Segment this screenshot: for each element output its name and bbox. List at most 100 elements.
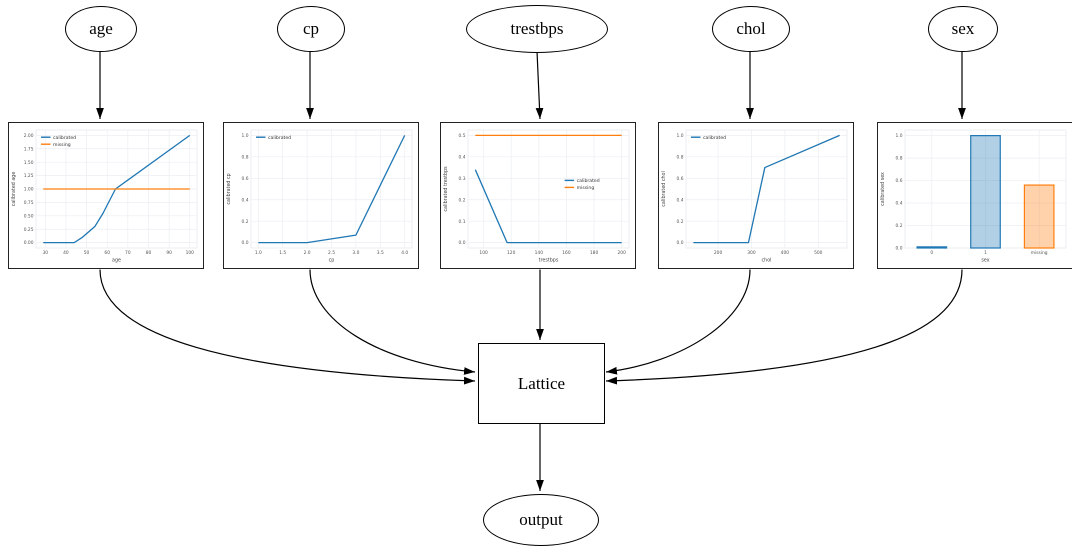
svg-text:60: 60 bbox=[104, 250, 110, 256]
svg-text:0.50: 0.50 bbox=[24, 213, 34, 219]
svg-text:0.2: 0.2 bbox=[896, 223, 903, 229]
input-node-chol: chol bbox=[712, 6, 790, 52]
gridlines bbox=[905, 130, 1066, 249]
input-node-trestbps-label: trestbps bbox=[510, 19, 564, 38]
svg-text:0.2: 0.2 bbox=[677, 219, 684, 225]
svg-text:400: 400 bbox=[781, 250, 790, 256]
y-axis-label: calibrated trestbps bbox=[443, 166, 449, 212]
svg-text:40: 40 bbox=[63, 250, 69, 256]
svg-text:70: 70 bbox=[125, 250, 131, 256]
svg-text:1.0: 1.0 bbox=[677, 133, 684, 139]
svg-text:200: 200 bbox=[617, 250, 626, 256]
svg-text:0.0: 0.0 bbox=[896, 246, 903, 252]
plot-area bbox=[467, 129, 630, 249]
svg-text:0.4: 0.4 bbox=[677, 197, 684, 203]
y-tick-labels: 0.00.20.40.60.81.0 bbox=[677, 133, 684, 246]
svg-text:0.1: 0.1 bbox=[459, 219, 466, 225]
edge-sex-calibrator-to-lattice bbox=[605, 269, 963, 385]
svg-text:3.0: 3.0 bbox=[352, 250, 359, 256]
edge-cp-calibrator-to-lattice bbox=[309, 269, 476, 375]
svg-text:0.8: 0.8 bbox=[677, 154, 684, 160]
svg-text:missing: missing bbox=[53, 142, 71, 148]
svg-text:1: 1 bbox=[984, 250, 987, 256]
input-node-chol-label: chol bbox=[736, 19, 766, 38]
svg-text:calibrated: calibrated bbox=[53, 135, 76, 141]
legend: calibrated bbox=[256, 135, 291, 141]
svg-text:160: 160 bbox=[562, 250, 571, 256]
input-node-cp: cp bbox=[277, 6, 345, 52]
lattice-node-label: Lattice bbox=[517, 373, 566, 393]
svg-text:0.3: 0.3 bbox=[459, 176, 466, 182]
svg-text:140: 140 bbox=[535, 250, 544, 256]
output-node: output bbox=[483, 494, 599, 546]
svg-text:0.75: 0.75 bbox=[24, 200, 34, 206]
svg-text:30: 30 bbox=[42, 250, 48, 256]
svg-text:1.50: 1.50 bbox=[24, 160, 34, 166]
svg-text:0.6: 0.6 bbox=[242, 176, 249, 182]
input-node-cp-label: cp bbox=[302, 19, 320, 38]
svg-text:0: 0 bbox=[930, 250, 933, 256]
series-calibrated bbox=[474, 169, 622, 244]
svg-text:120: 120 bbox=[507, 250, 516, 256]
x-axis-label: chol bbox=[762, 258, 772, 264]
svg-text:1.00: 1.00 bbox=[24, 187, 34, 193]
y-axis-label: calibrated sex bbox=[880, 172, 886, 206]
x-axis-label: sex bbox=[981, 259, 989, 264]
svg-text:2.5: 2.5 bbox=[328, 250, 335, 256]
svg-text:2.00: 2.00 bbox=[24, 133, 34, 139]
plot-area bbox=[685, 129, 848, 249]
edge-age-calibrator-to-lattice bbox=[99, 269, 476, 385]
input-node-age-label: age bbox=[89, 19, 113, 38]
svg-text:calibrated: calibrated bbox=[268, 135, 291, 141]
svg-text:0.00: 0.00 bbox=[24, 240, 34, 246]
svg-text:100: 100 bbox=[479, 250, 488, 256]
y-axis-label: calibrated age bbox=[11, 172, 17, 207]
svg-text:0.6: 0.6 bbox=[677, 176, 684, 182]
input-node-trestbps: trestbps bbox=[466, 5, 608, 53]
svg-text:calibrated: calibrated bbox=[703, 135, 726, 141]
svg-text:0.5: 0.5 bbox=[459, 133, 466, 139]
x-axis-label: age bbox=[112, 259, 121, 264]
svg-text:0.4: 0.4 bbox=[459, 154, 466, 160]
svg-text:1.0: 1.0 bbox=[896, 133, 903, 139]
svg-text:500: 500 bbox=[814, 250, 823, 256]
output-node-label: output bbox=[519, 510, 563, 529]
edge-chol-calibrator-to-lattice bbox=[605, 269, 751, 375]
svg-text:0.0: 0.0 bbox=[459, 240, 466, 246]
edge-trestbps-to-calibrator bbox=[535, 50, 544, 120]
svg-text:300: 300 bbox=[747, 250, 756, 256]
input-node-age: age bbox=[65, 6, 137, 52]
svg-text:0.2: 0.2 bbox=[242, 219, 249, 225]
svg-text:0.8: 0.8 bbox=[896, 156, 903, 162]
svg-text:4.0: 4.0 bbox=[401, 250, 408, 256]
svg-text:1.0: 1.0 bbox=[255, 250, 262, 256]
svg-text:0.8: 0.8 bbox=[242, 154, 249, 160]
y-axis-label: calibrated chol bbox=[661, 171, 667, 207]
lattice-node: Lattice bbox=[478, 343, 605, 424]
series-calibrated bbox=[258, 135, 406, 244]
x-axis-label: trestbps bbox=[539, 258, 559, 264]
legend: calibrated bbox=[691, 135, 726, 141]
svg-text:80: 80 bbox=[146, 250, 152, 256]
svg-text:90: 90 bbox=[166, 250, 172, 256]
svg-text:1.5: 1.5 bbox=[279, 250, 286, 256]
svg-text:3.5: 3.5 bbox=[377, 250, 384, 256]
svg-text:1.75: 1.75 bbox=[24, 146, 34, 152]
y-tick-labels: 0.00.20.40.60.81.0 bbox=[242, 133, 249, 246]
